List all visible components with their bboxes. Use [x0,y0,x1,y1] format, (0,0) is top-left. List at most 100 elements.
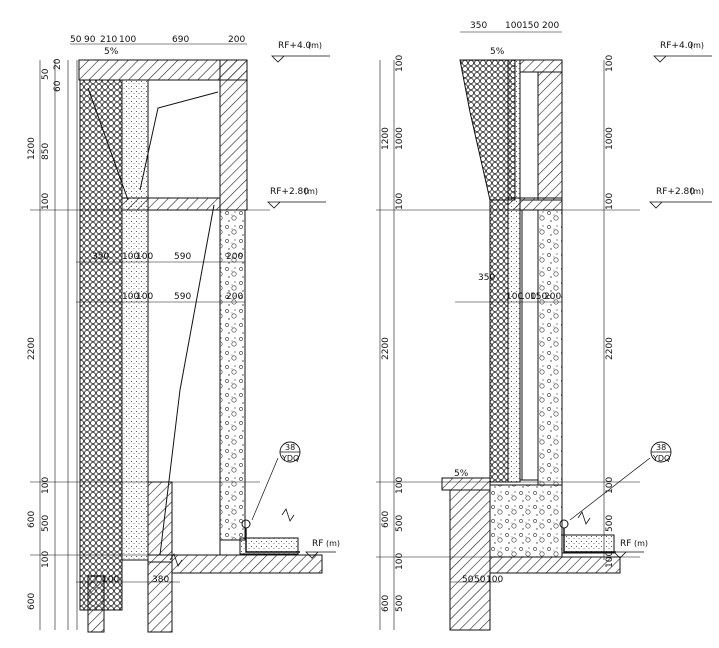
right-side-dim: 1000 [395,127,405,150]
left-detail-callout: 38 YDQ [251,441,301,521]
left-break-line-right [281,508,295,522]
right-insulation-column [489,199,509,483]
left-detail-leader [251,457,279,521]
left-side-dim: 100 [41,477,51,494]
right-detail-leader [569,457,651,521]
left-top-dims: 50 90 210 100 690 200 5% [70,35,245,57]
left-footing [147,561,173,633]
left-side-dim: 100 [41,193,51,210]
left-section [30,43,323,633]
right-top-dims: 350 100 150 200 5% 5% [454,21,559,479]
right-detail-number: 38 [656,443,666,452]
right-side-dim: 2200 [381,337,391,360]
right-bottom-dim: 50 [474,575,486,585]
right-edge-dim: 100 [605,55,615,72]
left-side-dim: 20 [53,58,63,70]
right-row-dim: 150 [530,292,547,302]
right-base-block [489,484,563,558]
right-row-dim: 200 [544,292,561,302]
left-row2-dim: 100 [122,292,139,302]
left-drain-symbol [241,519,251,529]
left-level-top-marker [271,55,330,63]
left-level-marks: RF+4.0 (m) RF+2.80 (m) RF (m) [267,41,340,559]
right-level-bottom: RF [620,539,631,549]
right-level-marks: RF+4.0 (m) RF+2.80 (m) RF (m) [613,41,712,559]
left-upper-wall [219,59,248,211]
right-row-dims: 350 100 100 150 200 50 50 100 [462,273,561,585]
right-side-dim: 100 [395,553,405,570]
left-row1-dim: 100 [122,252,139,262]
right-waterproof-layer [561,534,615,554]
left-side-dim: 1200 [27,137,37,160]
right-mid-slab [507,197,563,211]
left-detail-number: 38 [285,443,295,452]
right-top-dim: 150 [522,21,539,31]
right-detail-ref: YDQ [652,454,670,463]
right-side-dim: 100 [395,193,405,210]
left-top-dim: 210 [100,35,117,45]
left-level-mid: RF+2.80 [270,187,309,197]
right-coping [441,477,491,491]
left-level-mid-unit: (m) [304,187,318,196]
right-side-dim: 1200 [381,127,391,150]
left-top-dim: 200 [228,35,245,45]
left-row1-dim: 350 [92,252,109,262]
right-level-top-marker [653,55,712,63]
left-side-dim: 100 [41,551,51,568]
right-side-dim: 600 [381,595,391,612]
right-row-dim: 350 [478,273,495,283]
left-level-top-unit: (m) [308,41,322,50]
right-row-dim: 100 [519,292,536,302]
right-concrete-wall [537,209,563,486]
left-diagonal-pointer [87,87,129,201]
right-plaster-strip [507,59,521,483]
left-mid-slab [121,197,221,211]
left-side-dims: 50 20 60 1200 850 100 2200 100 600 500 1… [27,58,63,610]
left-top-dim: 50 [70,35,82,45]
left-side-dim: 500 [41,515,51,532]
right-row-dim: 100 [506,292,523,302]
left-row2-dim: 100 [136,292,153,302]
left-roof-membrane [245,528,300,553]
left-top-dim: 100 [119,35,136,45]
left-side-dim: 2200 [27,337,37,360]
left-break-line [169,553,183,567]
right-level-top: RF+4.0 [660,41,694,51]
left-side-dim: 850 [41,143,51,160]
right-level-bottom-marker [613,551,644,559]
left-base-block [147,481,173,563]
left-slope-label: 5% [104,47,119,57]
right-level-mid: RF+2.80 [656,187,695,197]
right-edge-dim: 100 [605,551,615,568]
left-level-bottom: RF [312,539,323,549]
left-concrete-wall [219,209,246,541]
right-left-dims: 100 1200 1000 100 2200 100 600 500 100 6… [381,55,405,612]
right-upper-column [537,71,563,201]
left-side-dim: 600 [27,511,37,528]
right-level-mid-marker [649,201,712,209]
left-level-top: RF+4.0 [278,41,312,51]
left-level-bottom-marker [305,551,336,559]
right-break-line [577,511,591,525]
left-side-dim: 50 [41,68,51,80]
left-diagonal-upper [139,91,219,191]
right-edge-dim: 100 [605,193,615,210]
right-edge-dim: 1000 [605,127,615,150]
right-detail-callout: 38 YDQ [569,441,672,521]
left-bottom-dim: 380 [152,575,169,585]
right-side-dim: 100 [395,55,405,72]
right-top-dim: 350 [470,21,487,31]
left-row-dims: 350 100 100 590 200 100 100 590 200 100 … [92,252,243,585]
right-drain-symbol [559,519,569,529]
left-insulation-column [79,79,123,611]
right-right-dims: 100 1000 100 2200 100 500 100 [605,55,615,568]
right-bottom-dim: 50 [462,575,474,585]
right-edge-dim: 2200 [605,337,615,360]
left-row1-dim: 200 [226,252,243,262]
left-row2-dim: 200 [226,292,243,302]
right-insulation-slope [459,59,516,201]
right-side-dim: 500 [395,515,405,532]
right-section [376,31,640,631]
